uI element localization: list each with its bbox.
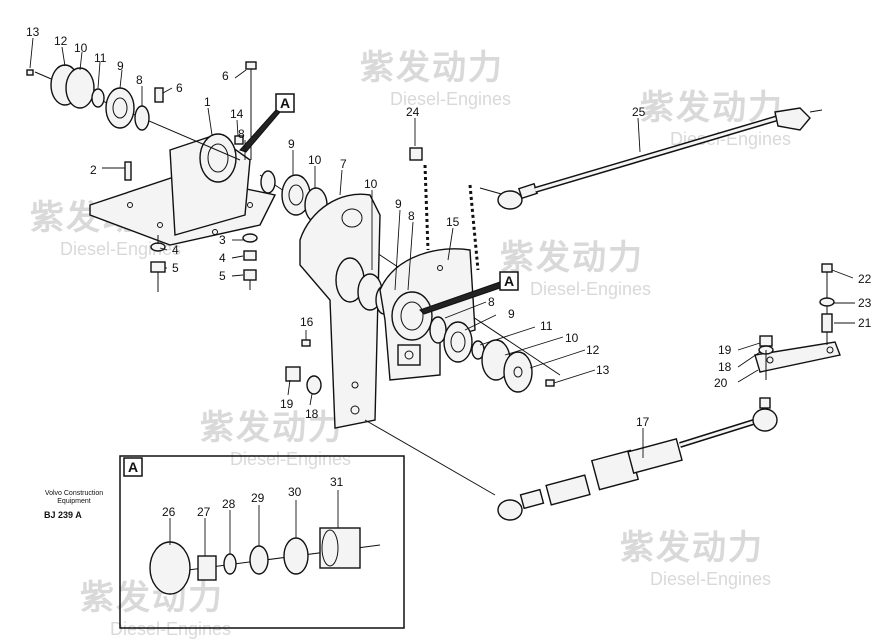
label: 9 — [395, 197, 402, 211]
lever-arm-7 — [299, 193, 381, 429]
detail-part-31: 31 — [330, 475, 344, 489]
label: 3 — [219, 233, 226, 247]
label: 19 — [718, 343, 732, 357]
nut-24 — [409, 147, 423, 161]
label: 24 — [406, 105, 420, 119]
nut-19 — [759, 335, 773, 347]
bush-21 — [821, 313, 833, 333]
label: 5 — [219, 269, 226, 283]
seal-30 — [283, 537, 309, 575]
nut-5 — [150, 261, 166, 273]
cap-26 — [149, 541, 191, 595]
detail-box-a: A 26 27 28 29 30 31 — [119, 455, 405, 629]
detail-part-29: 29 — [251, 491, 265, 505]
bolt-22 — [821, 263, 833, 273]
label: 6 — [222, 69, 229, 83]
grease-14 — [234, 135, 244, 145]
label: 22 — [858, 272, 872, 286]
detail-box-letter: A — [128, 459, 138, 475]
detail-part-28: 28 — [222, 497, 236, 511]
leader-lines — [29, 37, 855, 458]
grease-nipple-6 — [154, 87, 164, 103]
ring-11 — [91, 88, 105, 108]
label: 17 — [636, 415, 650, 429]
plate-20 — [754, 341, 841, 373]
pin-2 — [124, 161, 132, 181]
label: 11 — [94, 51, 107, 65]
label: 9 — [117, 59, 124, 73]
detail-part-27: 27 — [197, 505, 211, 519]
label: 8 — [238, 127, 245, 141]
label: 11 — [540, 319, 553, 333]
bracket-15 — [379, 248, 476, 381]
bearing-31 — [319, 527, 361, 569]
detail-part-26: 26 — [162, 505, 176, 519]
label: 13 — [596, 363, 610, 377]
rod-25 — [479, 107, 823, 210]
manufacturer-caption: Volvo Construction Equipment — [44, 490, 104, 506]
detail-part-30: 30 — [288, 485, 302, 499]
bolt-13 — [26, 69, 34, 76]
label: 25 — [632, 105, 646, 119]
callout-a-top-text: A — [280, 95, 290, 111]
seal-8 — [134, 105, 150, 131]
washer-29 — [249, 545, 269, 575]
bolt-6 — [245, 61, 257, 70]
label: 18 — [718, 360, 732, 374]
bearing-9 — [105, 87, 135, 129]
drawing-code: BJ 239 A — [44, 510, 82, 520]
label: 8 — [136, 73, 143, 87]
label: 14 — [230, 107, 244, 121]
label: 16 — [300, 315, 314, 329]
callout-a-mid-text: A — [504, 273, 514, 289]
washer-18 — [306, 375, 322, 395]
label: 19 — [280, 397, 294, 411]
washer-4 — [150, 242, 166, 252]
label: 12 — [54, 34, 68, 48]
label: 20 — [714, 376, 728, 390]
nut-27 — [197, 555, 217, 581]
caption-line1: Volvo Construction — [44, 490, 104, 497]
label: 21 — [858, 316, 872, 330]
label: 9 — [288, 137, 295, 151]
bracket-base — [89, 133, 277, 246]
caption-line2: Equipment — [57, 498, 91, 505]
label: 10 — [308, 153, 322, 167]
callout-a-mid: A — [419, 271, 519, 315]
label: 2 — [90, 163, 97, 177]
nut-4 — [243, 250, 257, 261]
label: 6 — [176, 81, 183, 95]
part-labels: 13 12 10 11 9 8 6 1 6 14 8 2 9 10 7 10 9… — [26, 25, 872, 429]
washer-23 — [819, 297, 835, 307]
label: 4 — [172, 243, 179, 257]
label: 12 — [586, 343, 600, 357]
rod-17 — [364, 397, 778, 521]
label: 10 — [364, 177, 378, 191]
label: 8 — [488, 295, 495, 309]
lock-washer-28 — [223, 553, 237, 575]
label: 15 — [446, 215, 460, 229]
callout-a-top: A — [239, 93, 295, 153]
label: 8 — [408, 209, 415, 223]
label: 13 — [26, 25, 40, 39]
washer-3 — [242, 233, 258, 243]
label: 4 — [219, 251, 226, 265]
label: 18 — [305, 407, 319, 421]
label: 1 — [204, 95, 211, 109]
nut-5 — [243, 269, 257, 281]
label: 23 — [858, 296, 872, 310]
label: 5 — [172, 261, 179, 275]
nipple-16 — [301, 339, 311, 347]
bush-19 — [285, 366, 301, 382]
label: 9 — [508, 307, 515, 321]
label: 7 — [340, 157, 347, 171]
label: 10 — [565, 331, 579, 345]
label: 10 — [74, 41, 88, 55]
